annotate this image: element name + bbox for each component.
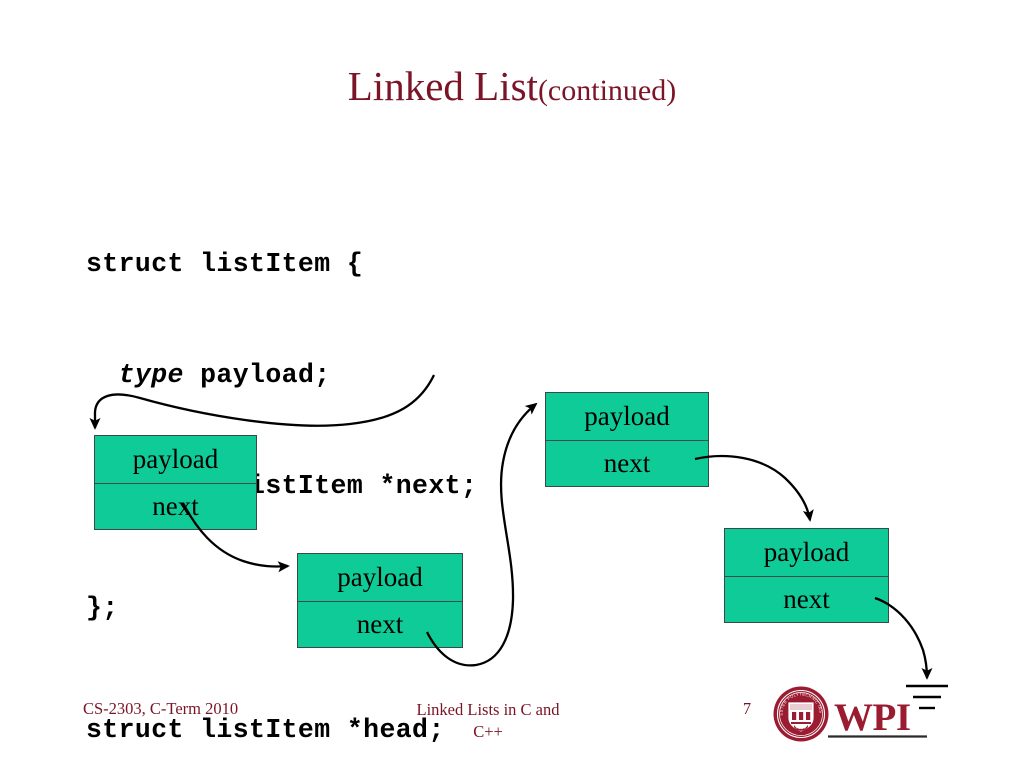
title-continued: (continued) xyxy=(537,74,677,107)
node-1-payload-cell: payload xyxy=(132,443,219,474)
node-1-next-cell: next xyxy=(95,482,256,530)
node-4-next-cell: next xyxy=(725,575,888,623)
footer-topic-label: Linked Lists in C and C++ xyxy=(370,699,606,743)
code-line-1: struct listItem { xyxy=(86,249,364,279)
list-node-1: payload next xyxy=(94,435,257,530)
wpi-wordmark: WPI xyxy=(834,696,911,739)
wpi-logo: WORCESTER POLYTECHNIC INSTITUTE · 1865 ·… xyxy=(772,684,927,742)
node-3-payload-cell: payload xyxy=(584,400,670,431)
list-node-3: payload next xyxy=(545,392,709,487)
footer-topic-line1: Linked Lists in C and xyxy=(416,700,560,719)
code-line-2-type: type xyxy=(118,360,184,390)
code-line-2: type payload; xyxy=(86,357,477,394)
list-node-2: payload next xyxy=(297,553,463,648)
wpi-seal-icon: WORCESTER POLYTECHNIC INSTITUTE · 1865 · xyxy=(772,684,829,742)
node-3-next-cell: next xyxy=(546,439,708,487)
title-main: Linked List xyxy=(347,63,538,109)
footer-page-number: 7 xyxy=(742,699,752,718)
footer-topic-line2: C++ xyxy=(473,722,503,741)
code-line-2-rest: payload; xyxy=(183,360,331,390)
code-line-4: }; xyxy=(86,593,119,623)
node-4-payload-cell: payload xyxy=(763,536,850,567)
arrow-node3-to-node4 xyxy=(694,454,814,522)
node-2-next-cell: next xyxy=(298,600,462,648)
node-2-payload-cell: payload xyxy=(337,561,423,592)
list-node-4: payload next xyxy=(724,528,889,623)
code-line-2-indent xyxy=(86,360,119,390)
page-title: Linked List(continued) xyxy=(0,63,1024,109)
footer-course-label: CS-2303, C-Term 2010 xyxy=(83,699,239,718)
wpi-seal-year: · 1865 · xyxy=(791,723,810,730)
code-line-5: struct listItem *head; xyxy=(86,715,445,745)
